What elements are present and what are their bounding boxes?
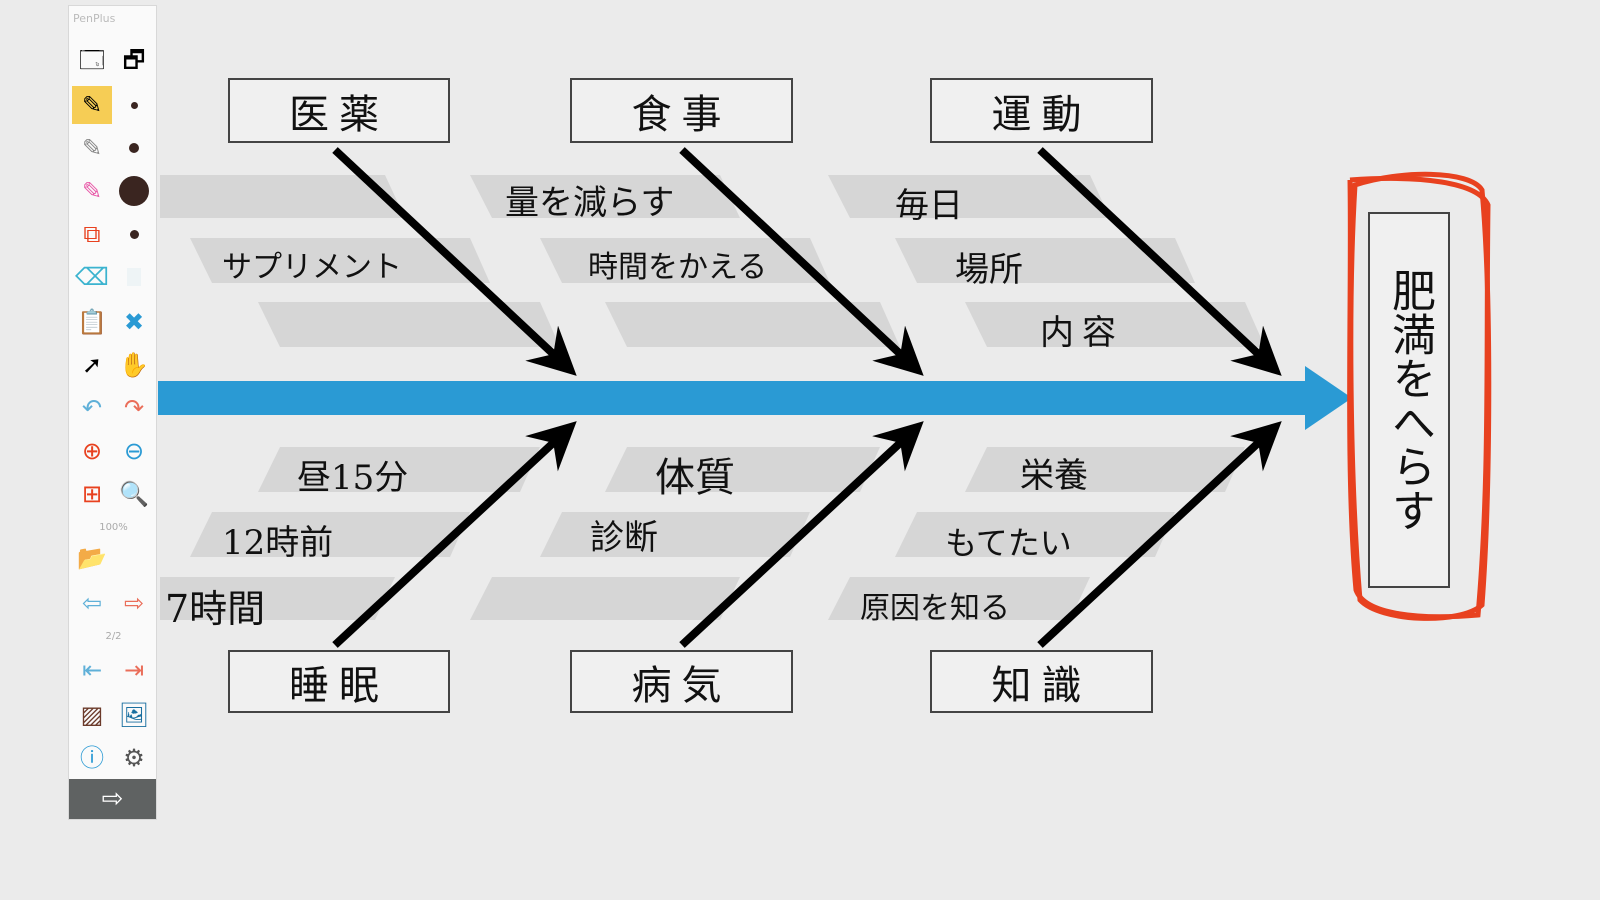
cause-label: 場所: [955, 250, 1023, 290]
band: [258, 302, 560, 347]
zoom-reset-icon[interactable]: 🔍: [119, 480, 149, 508]
category-box-bottom-3: 知識: [930, 650, 1153, 713]
redo-icon[interactable]: ↷: [123, 394, 145, 422]
bone-arrow: [1037, 147, 1282, 376]
bone-arrow: [332, 421, 577, 648]
last-page-icon[interactable]: ⇥: [123, 656, 145, 684]
band: [605, 302, 900, 347]
paste-icon[interactable]: 📋: [77, 308, 107, 336]
band: [540, 238, 830, 283]
open-file-icon[interactable]: 📂: [77, 544, 107, 572]
zoom-in-icon[interactable]: ⊕: [81, 437, 103, 465]
band: [828, 577, 1090, 620]
shape-pen-icon[interactable]: ⧉: [83, 220, 101, 248]
image-icon[interactable]: 🖼: [118, 701, 150, 729]
cause-label: 内容: [1040, 313, 1124, 353]
pen-size-large[interactable]: [114, 172, 154, 210]
spine-arrow: [158, 366, 1352, 430]
highlight-scribble: [1347, 171, 1492, 621]
exit-icon[interactable]: ⇨: [69, 779, 156, 819]
eraser-icon[interactable]: ⌫: [75, 263, 109, 291]
fit-page-icon[interactable]: ⊞: [81, 480, 103, 508]
category-box-top-2: 食事: [570, 78, 793, 143]
pointer-icon[interactable]: ➚: [81, 351, 103, 379]
prev-page-icon[interactable]: ⇦: [81, 589, 103, 617]
bone-arrow: [679, 421, 924, 648]
band: [605, 447, 880, 492]
first-page-icon[interactable]: ⇤: [81, 656, 103, 684]
settings-icon[interactable]: ⚙: [123, 744, 145, 772]
outline-pen-icon[interactable]: ✎: [81, 134, 103, 162]
category-box-bottom-1: 睡眠: [228, 650, 450, 713]
cause-label: 昼15分: [297, 458, 409, 498]
band: [160, 577, 395, 620]
background-icon[interactable]: ▨: [80, 701, 104, 729]
pen-size-small[interactable]: [114, 86, 154, 124]
shape-size[interactable]: [114, 215, 154, 253]
page-indicator: 2/2: [105, 631, 122, 642]
zoom-level: 100%: [99, 522, 128, 533]
cause-label: 7時間: [165, 587, 266, 631]
next-page-icon[interactable]: ⇨: [123, 589, 145, 617]
cause-label: 体質: [655, 455, 735, 501]
band: [965, 302, 1265, 347]
window-mode-icon[interactable]: 🗗: [122, 46, 146, 74]
cause-label: 原因を知る: [860, 591, 1010, 626]
toolbar: PenPlus 🗔 🗗 ✎ ✎ ✎ ⧉ ⌫ 📋 ✖ ➚ ✋ ↶ ↷ ⊕ ⊖ ⊞ …: [68, 5, 157, 820]
cause-label: 量を減らす: [505, 183, 675, 223]
band: [258, 447, 540, 492]
category-box-top-1: 医薬: [228, 78, 450, 143]
app-title: PenPlus: [73, 12, 116, 25]
band: [190, 512, 470, 557]
category-box-bottom-2: 病気: [570, 650, 793, 713]
zoom-out-icon[interactable]: ⊖: [123, 437, 145, 465]
effect-box: 肥満をへらす: [1368, 212, 1450, 588]
cause-bands: [160, 175, 1265, 620]
cause-label: 栄養: [1020, 456, 1088, 496]
band: [160, 175, 405, 218]
cause-label: 診断: [590, 518, 658, 558]
band: [895, 238, 1195, 283]
band: [470, 577, 740, 620]
band: [540, 512, 810, 557]
clear-paste-icon[interactable]: ✖: [123, 308, 145, 336]
bone-arrow: [332, 147, 577, 376]
info-icon[interactable]: ⓘ: [80, 744, 104, 772]
cause-label: 毎日: [895, 186, 963, 226]
category-box-top-3: 運動: [930, 78, 1153, 143]
band: [965, 447, 1245, 492]
bone-arrow: [679, 147, 924, 376]
band: [470, 175, 740, 218]
board-mode-icon[interactable]: 🗔: [78, 46, 106, 74]
highlighter-icon[interactable]: ✎: [81, 177, 103, 205]
band: [190, 238, 490, 283]
undo-icon[interactable]: ↶: [81, 394, 103, 422]
eraser-size[interactable]: [114, 258, 154, 296]
bone-arrow: [1037, 421, 1282, 648]
cause-label: もてたい: [945, 524, 1072, 562]
pen-size-medium[interactable]: [114, 129, 154, 167]
cause-label: 12時前: [222, 523, 334, 563]
cause-label: サプリメント: [222, 250, 402, 285]
band: [828, 175, 1110, 218]
pen-icon[interactable]: ✎: [72, 86, 112, 124]
cause-label: 時間をかえる: [588, 250, 768, 285]
hand-icon[interactable]: ✋: [119, 351, 149, 379]
bone-arrows: [332, 147, 1282, 648]
band: [895, 512, 1175, 557]
